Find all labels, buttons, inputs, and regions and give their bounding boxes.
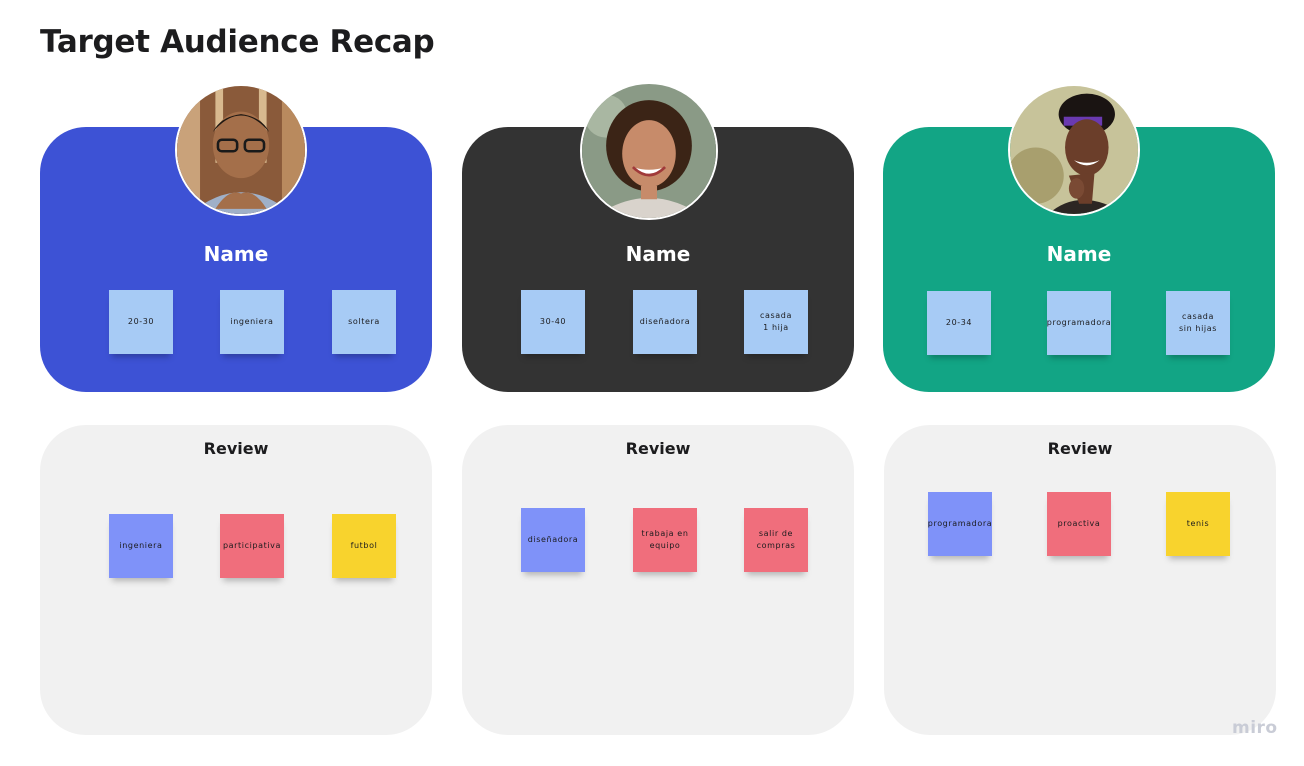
- sticky-note[interactable]: 20-34: [927, 291, 991, 355]
- review-title[interactable]: Review: [203, 439, 269, 458]
- persona-photo[interactable]: [1008, 84, 1140, 216]
- sticky-note[interactable]: diseñadora: [521, 508, 585, 572]
- persona-name[interactable]: Name: [203, 242, 269, 266]
- persona-card[interactable]: Name 30-40 diseñadora casada 1 hija: [462, 127, 854, 392]
- sticky-note[interactable]: programadora: [928, 492, 992, 556]
- persona-name[interactable]: Name: [1046, 242, 1112, 266]
- person-photo-icon: [1010, 86, 1138, 214]
- review-board[interactable]: Review ingeniera participativa futbol: [40, 425, 432, 735]
- sticky-note[interactable]: diseñadora: [633, 290, 697, 354]
- sticky-note[interactable]: 30-40: [521, 290, 585, 354]
- persona-card[interactable]: Name 20-34 programadora casada sin hijas: [883, 127, 1275, 392]
- sticky-note[interactable]: 20-30: [109, 290, 173, 354]
- sticky-note[interactable]: programadora: [1047, 291, 1111, 355]
- sticky-note[interactable]: tenis: [1166, 492, 1230, 556]
- review-title[interactable]: Review: [1047, 439, 1113, 458]
- persona-name[interactable]: Name: [625, 242, 691, 266]
- sticky-note[interactable]: casada sin hijas: [1166, 291, 1230, 355]
- miro-logo: miro: [1232, 718, 1278, 738]
- review-board[interactable]: Review diseñadora trabaja en equipo sali…: [462, 425, 854, 735]
- persona-photo[interactable]: [175, 84, 307, 216]
- sticky-note[interactable]: trabaja en equipo: [633, 508, 697, 572]
- board-title: Target Audience Recap: [40, 24, 435, 60]
- sticky-note[interactable]: futbol: [332, 514, 396, 578]
- sticky-note[interactable]: participativa: [220, 514, 284, 578]
- sticky-note[interactable]: proactiva: [1047, 492, 1111, 556]
- sticky-note[interactable]: soltera: [332, 290, 396, 354]
- sticky-note[interactable]: salir de compras: [744, 508, 808, 572]
- person-photo-icon: [582, 84, 716, 218]
- review-title[interactable]: Review: [625, 439, 691, 458]
- sticky-note[interactable]: casada 1 hija: [744, 290, 808, 354]
- review-board[interactable]: Review programadora proactiva tenis: [884, 425, 1276, 735]
- sticky-note[interactable]: ingeniera: [109, 514, 173, 578]
- person-photo-icon: [177, 86, 305, 214]
- sticky-note[interactable]: ingeniera: [220, 290, 284, 354]
- persona-photo[interactable]: [580, 82, 718, 220]
